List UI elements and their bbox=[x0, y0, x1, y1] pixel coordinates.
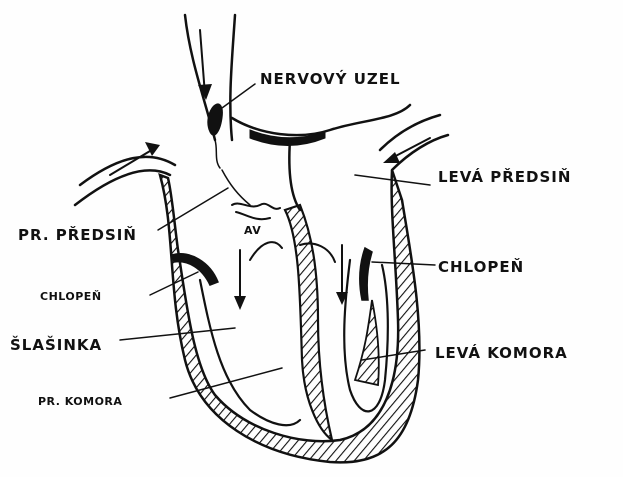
label-pr-komora: PR. KOMORA bbox=[38, 395, 122, 408]
label-pr-predsin: PR. PŘEDSIŇ bbox=[18, 225, 137, 244]
label-leva-komora: LEVÁ KOMORA bbox=[435, 343, 568, 362]
flow-arrow-ivc-head bbox=[145, 142, 160, 156]
right-atrium-wall bbox=[75, 170, 170, 205]
flow-arrow-svc-head bbox=[198, 84, 212, 100]
septum bbox=[285, 205, 332, 440]
atrial-septum-top bbox=[250, 130, 325, 146]
leader-slasinka bbox=[120, 328, 235, 340]
label-av: AV bbox=[244, 224, 261, 237]
label-chlopen-right: CHLOPEŇ bbox=[438, 257, 524, 276]
interatrial-septum bbox=[289, 140, 300, 210]
vena-cava-superior-2 bbox=[230, 15, 235, 140]
av-node bbox=[232, 204, 280, 220]
leader-nervovy-uzel bbox=[222, 84, 255, 108]
sa-node bbox=[208, 104, 223, 135]
label-chlopen-left: CHLOPEŇ bbox=[40, 290, 102, 303]
sa-node-fibers bbox=[215, 140, 250, 205]
label-slasinka: ŠLAŠINKA bbox=[10, 335, 102, 354]
papillary-left bbox=[355, 300, 379, 385]
flow-arrow-pv-head bbox=[383, 152, 400, 163]
label-nervovy-uzel: NERVOVÝ UZEL bbox=[260, 69, 401, 88]
mitral-valve bbox=[360, 248, 372, 300]
av-valve-left-leaflet bbox=[250, 242, 282, 260]
label-leva-predsin: LEVÁ PŘEDSIŇ bbox=[438, 167, 571, 186]
atrial-roof bbox=[232, 105, 410, 135]
pulmonary-vein-upper bbox=[380, 115, 440, 150]
flow-arrow-rv-down-head bbox=[234, 296, 246, 310]
